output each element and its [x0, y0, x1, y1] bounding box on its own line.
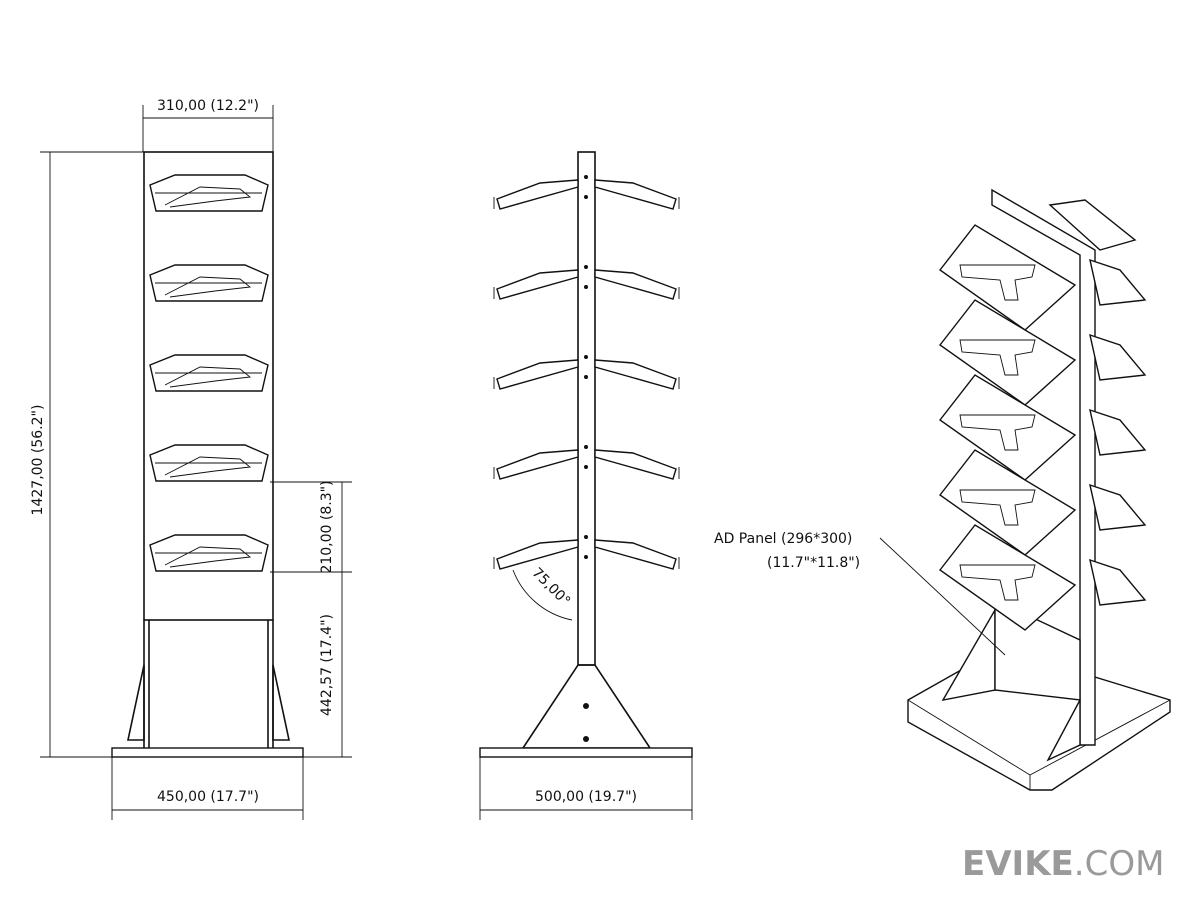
bolt-hole — [584, 175, 588, 179]
bolt-hole — [584, 555, 588, 559]
ad-panel-inch-label: (11.7"*11.8") — [767, 555, 860, 571]
bolt-hole — [584, 355, 588, 359]
iso-back-shelf — [1089, 333, 1147, 381]
bolt-hole — [584, 445, 588, 449]
side-base-dimension: 500,00 (19.7") — [535, 789, 637, 805]
pistol-icon — [164, 186, 252, 208]
iso-back-shelf — [1089, 483, 1147, 531]
iso-brace — [1046, 699, 1081, 762]
side-shelf-right — [594, 539, 677, 570]
side-shelf-left — [496, 449, 579, 480]
front-shelves — [149, 174, 269, 572]
side-shelf-left — [496, 269, 579, 300]
iso-shelves — [938, 199, 1147, 631]
ad-panel-leader — [879, 537, 1006, 656]
side-shelf-right — [594, 269, 677, 300]
iso-shelf — [938, 299, 1077, 406]
side-shelves — [493, 175, 680, 570]
iso-shelf — [938, 524, 1077, 631]
shelf-gap-dimension: 210,00 (8.3") — [319, 480, 335, 573]
left-brace — [127, 664, 145, 741]
front-base — [111, 747, 304, 758]
pistol-icon — [959, 414, 1036, 451]
side-shelf-right — [594, 179, 677, 210]
side-base — [479, 747, 693, 758]
pistol-icon — [959, 489, 1036, 526]
height-dimension: 1427,00 (56.2") — [30, 405, 46, 516]
ad-panel-label: AD Panel (296*300) — [714, 531, 852, 547]
pistol-icon — [164, 546, 252, 568]
side-shelf-left — [496, 539, 579, 570]
watermark-bold: EVIKE — [962, 844, 1074, 884]
pistol-icon — [959, 339, 1036, 376]
lower-height-dimension: 442,57 (17.4") — [319, 614, 335, 716]
iso-back-shelf — [1089, 558, 1147, 606]
side-shelf-right — [594, 359, 677, 390]
side-pole — [577, 151, 596, 666]
right-brace — [272, 664, 290, 741]
side-shelf-left — [496, 359, 579, 390]
bolt-hole — [584, 375, 588, 379]
bolt-hole — [584, 265, 588, 269]
iso-brace — [941, 607, 996, 701]
bolt-hole — [584, 535, 588, 539]
pistol-icon — [164, 276, 252, 298]
iso-top-shelf — [1048, 199, 1137, 251]
width-dimension: 310,00 (12.2") — [157, 98, 259, 114]
front-panel — [143, 151, 274, 621]
angle-dimension: 75,00° — [529, 565, 574, 610]
iso-base-edge — [907, 699, 1031, 776]
angle-arc — [512, 569, 573, 621]
pistol-icon — [959, 564, 1036, 601]
isometric-view: AD Panel (296*300) (11.7"*11.8") — [714, 188, 1171, 791]
side-view: 75,00° 500,00 (19.7") — [479, 151, 693, 820]
watermark-logo: EVIKE.COM — [962, 844, 1164, 884]
ad-panel — [994, 598, 1081, 701]
iso-base-edge — [1029, 699, 1171, 776]
watermark-light: .COM — [1074, 844, 1165, 884]
bolt-hole — [584, 195, 588, 199]
iso-shelf — [938, 449, 1077, 556]
front-view: 310,00 (12.2") 1427,00 (56.2") 210,00 (8… — [30, 98, 352, 820]
base-width-dimension: 450,00 (17.7") — [157, 789, 259, 805]
pistol-icon — [164, 456, 252, 478]
pistol-icon — [959, 264, 1036, 301]
side-shelf-left — [496, 179, 579, 210]
bolt-hole — [584, 465, 588, 469]
iso-shelf — [938, 224, 1077, 331]
pistol-icon — [164, 366, 252, 388]
bolt-hole — [583, 736, 589, 742]
bolt-hole — [583, 703, 589, 709]
bolt-hole — [584, 285, 588, 289]
iso-shelf — [938, 374, 1077, 481]
iso-back-shelf — [1089, 408, 1147, 456]
side-shelf-right — [594, 449, 677, 480]
iso-back-shelf — [1089, 258, 1147, 306]
